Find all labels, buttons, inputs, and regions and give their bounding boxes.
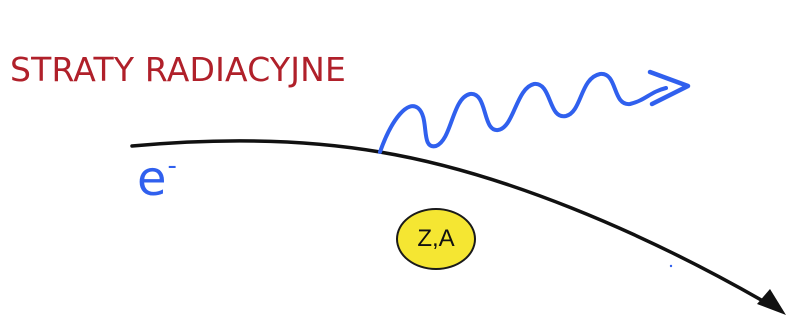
nucleus-label: Z,A [417,225,455,252]
trajectory-arrow-head-icon [757,289,786,315]
electron-trajectory [130,139,772,307]
photon-wave-icon [378,72,668,154]
electron-charge: - [167,151,177,181]
speck [669,264,673,268]
electron-symbol: e [137,151,167,207]
electron-label: e- [137,146,177,203]
photon-arrow-head-icon [647,69,691,107]
nucleus-circle: Z,A [396,208,476,270]
slide-title: STRATY RADIACYJNE [10,50,347,89]
